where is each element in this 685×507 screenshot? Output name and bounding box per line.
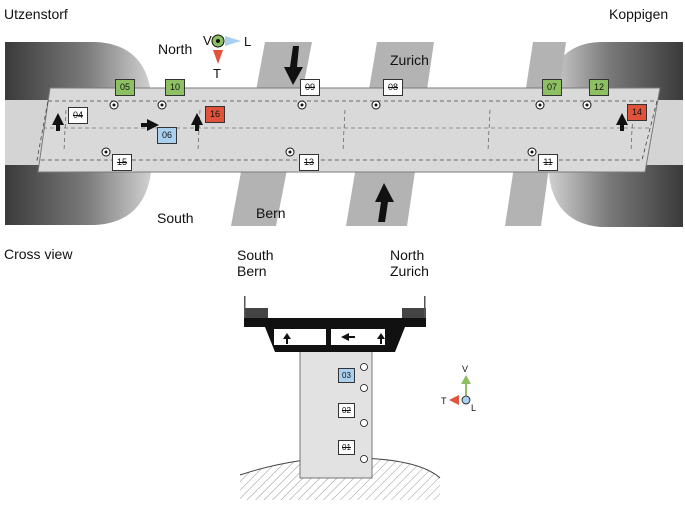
axis-top-l: L bbox=[244, 34, 252, 49]
plan-sensor-tag-05: 05 bbox=[115, 79, 135, 96]
plan-sensor-tag-13: 13 bbox=[299, 154, 319, 171]
plan-sensor-tag-06: 06 bbox=[157, 127, 177, 144]
label-north-zurich-line2: Zurich bbox=[390, 263, 429, 279]
label-north: North bbox=[158, 41, 193, 57]
arrow-up-right bbox=[616, 113, 628, 131]
axes-top bbox=[211, 34, 241, 64]
pier bbox=[299, 347, 373, 479]
label-cross-view: Cross view bbox=[4, 246, 73, 262]
plan-sensor-tag-12: 12 bbox=[589, 79, 609, 96]
axes-cross bbox=[449, 375, 471, 405]
label-south-bern-line2: Bern bbox=[237, 263, 267, 279]
direction-arrows bbox=[52, 46, 628, 222]
label-south-bern: South Bern bbox=[237, 247, 274, 279]
deck-outline-dashed bbox=[36, 100, 658, 161]
plan-sensor-tag-08: 08 bbox=[383, 79, 403, 96]
arrow-up-mid bbox=[191, 113, 203, 131]
plan-sensor-tag-11: 11 bbox=[538, 154, 558, 171]
label-zurich: Zurich bbox=[390, 52, 429, 68]
label-bern: Bern bbox=[256, 205, 286, 221]
label-koppigen: Koppigen bbox=[609, 6, 669, 22]
bridge-deck bbox=[37, 87, 661, 173]
ground bbox=[240, 457, 440, 500]
axis-top-v: V bbox=[203, 33, 212, 48]
cross-sensor-tag-03: 03 bbox=[338, 368, 355, 383]
plan-sensor-tag-09: 09 bbox=[300, 79, 320, 96]
plan-sensor-tag-10: 10 bbox=[165, 79, 185, 96]
plan-sensor-tag-04: 04 bbox=[68, 107, 88, 124]
arrow-right bbox=[141, 119, 159, 131]
cross-sensor-tag-01: 01 bbox=[338, 440, 355, 455]
cross-section bbox=[239, 296, 441, 500]
axis-cross-l: L bbox=[471, 403, 477, 413]
arrow-up-bern bbox=[375, 183, 394, 222]
plan-sensor-tag-15: 15 bbox=[112, 154, 132, 171]
label-utzenstorf: Utzenstorf bbox=[4, 6, 68, 22]
axis-cross-v: V bbox=[462, 364, 469, 374]
axis-top-t: T bbox=[213, 66, 221, 81]
label-south-bern-line1: South bbox=[237, 247, 274, 263]
arrow-down-zurich bbox=[284, 46, 303, 85]
label-north-zurich: North Zurich bbox=[390, 247, 429, 279]
plan-sensor-tag-14: 14 bbox=[627, 104, 647, 121]
plan-sensor-tag-07: 07 bbox=[542, 79, 562, 96]
label-north-zurich-line1: North bbox=[390, 247, 425, 263]
axis-cross-t: T bbox=[441, 396, 447, 406]
label-south: South bbox=[157, 210, 194, 226]
arrow-up-left bbox=[52, 113, 64, 131]
cross-sensor-tag-02: 02 bbox=[338, 403, 355, 418]
plan-sensor-tag-16: 16 bbox=[205, 106, 225, 123]
